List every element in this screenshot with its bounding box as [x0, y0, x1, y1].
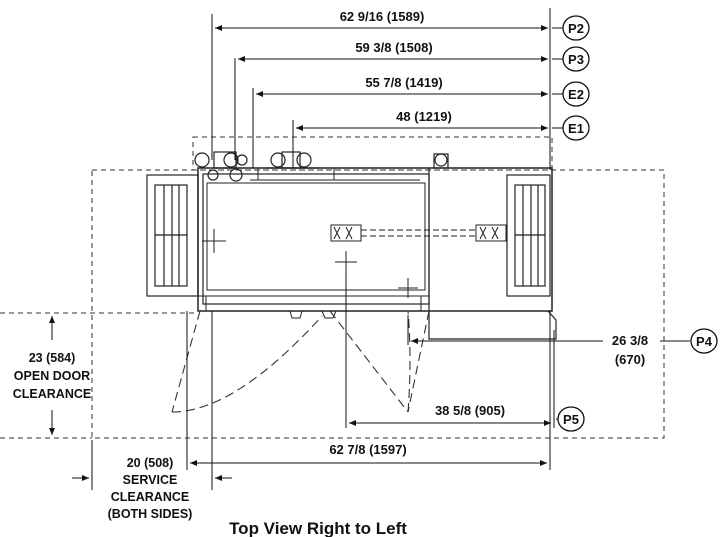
dimension-e2: 55 7/8 (1419)	[365, 75, 442, 90]
p5-dimension-line	[345, 273, 558, 428]
reference-bubbles	[557, 15, 718, 432]
left-side-panel	[146, 174, 199, 297]
bubble-e2: E2	[568, 87, 584, 102]
service-clearance-label-3: (BOTH SIDES)	[108, 507, 193, 521]
dimension-width: 62 7/8 (1597)	[329, 442, 406, 457]
bubble-p4: P4	[696, 334, 713, 349]
right-side-panel	[506, 174, 551, 297]
cabinet-body	[197, 167, 553, 312]
service-clearance-label-1: SERVICE	[123, 473, 178, 487]
open-door-clearance-label-2: CLEARANCE	[13, 387, 91, 401]
bubble-p3: P3	[568, 52, 584, 67]
open-door-clearance-label-1: OPEN DOOR	[14, 369, 90, 383]
service-clearance-value: 20 (508)	[127, 456, 174, 470]
shelf-connectors	[330, 224, 507, 242]
width-dimension-line	[186, 311, 551, 470]
dimension-e1: 48 (1219)	[396, 109, 452, 124]
door-swings	[171, 310, 430, 413]
open-door-clearance-value: 23 (584)	[29, 351, 76, 365]
service-clearance-label-2: CLEARANCE	[111, 490, 189, 504]
dimension-p5: 38 5/8 (905)	[435, 403, 505, 418]
center-marks	[202, 229, 418, 298]
service-clearance-dimension-line	[72, 311, 232, 490]
dimension-p3: 59 3/8 (1508)	[355, 40, 432, 55]
right-base-step	[428, 310, 557, 340]
base-feet	[197, 295, 430, 319]
rear-component-outline	[192, 136, 553, 171]
drawing-caption: Top View Right to Left	[229, 519, 407, 537]
rear-components	[194, 151, 449, 182]
p4-dimension-line	[407, 315, 690, 345]
bubble-p5: P5	[563, 412, 579, 427]
bubble-e1: E1	[568, 121, 584, 136]
dimension-p4-metric: (670)	[615, 352, 645, 367]
top-dimension-lines	[211, 8, 564, 170]
dimension-p2: 62 9/16 (1589)	[340, 9, 425, 24]
bubble-p2: P2	[568, 21, 584, 36]
dimension-p4-value: 26 3/8	[612, 333, 648, 348]
service-clearance-envelope	[0, 169, 665, 439]
